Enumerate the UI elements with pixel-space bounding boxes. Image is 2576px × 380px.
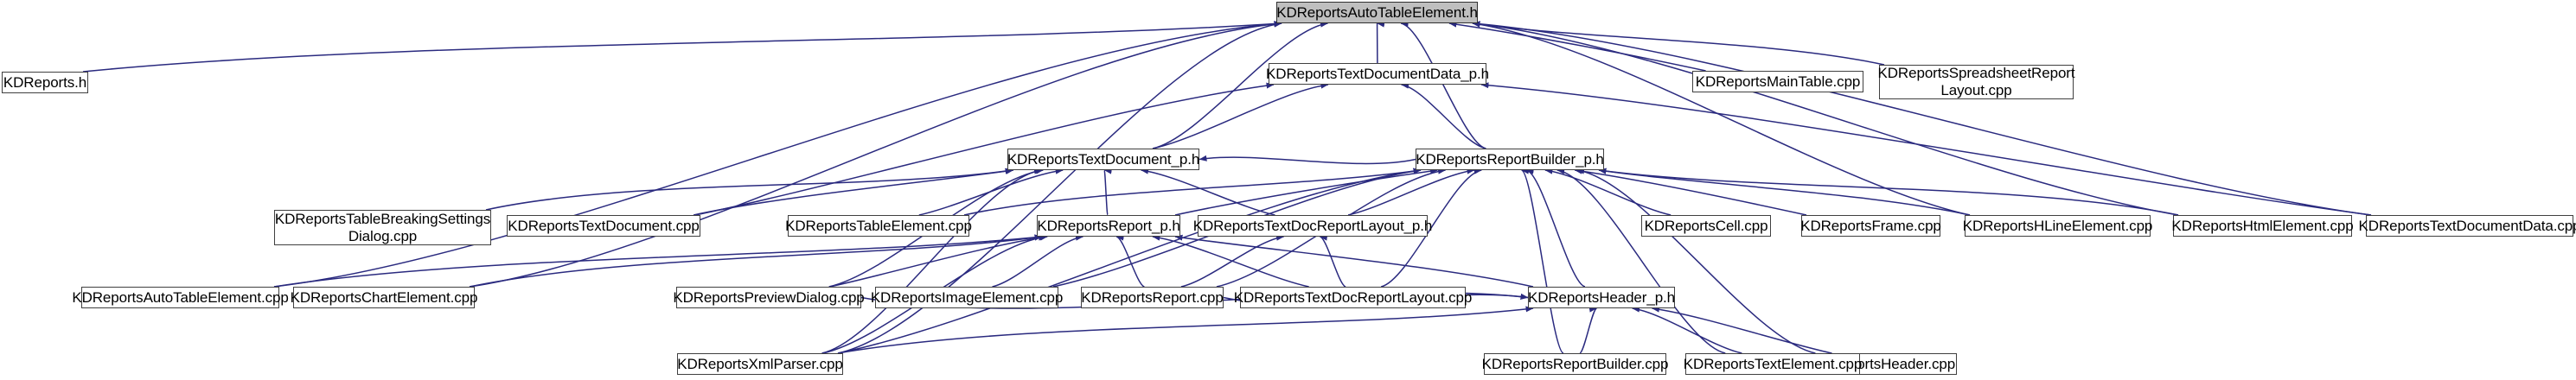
edge-reportBuilderPH-to-textDocumentPH — [1199, 155, 1416, 165]
edge-headerPH-to-reportBuilderPH — [1525, 168, 1586, 288]
edge-mainTableCpp-to-autoTableElementH — [1448, 21, 1706, 72]
edge-hLineElementCpp-to-reportBuilderPH — [1598, 168, 1971, 216]
edge-chartElementCpp-to-reportPH — [469, 234, 1043, 288]
graph-node-reportCpp[interactable]: KDReportsReport.cpp — [1081, 287, 1224, 308]
edge-previewDialogCpp-to-reportPH — [829, 234, 1048, 288]
graph-node-headerPH[interactable]: KDReportsHeader_p.h — [1528, 287, 1675, 308]
edge-htmlElementCpp-to-autoTableElementH — [1472, 21, 2179, 216]
edge-reportCpp-to-textDocReportLayoutPH — [1180, 234, 1285, 288]
graph-node-reportBuilderPH[interactable]: KDReportsReportBuilder_p.h — [1416, 149, 1604, 170]
graph-node-tableElementCpp[interactable]: KDReportsTableElement.cpp — [785, 215, 972, 237]
graph-node-textDocumentPH[interactable]: KDReportsTextDocument_p.h — [1007, 149, 1199, 170]
graph-node-textElementCpp[interactable]: KDReportsTextElement.cpp — [1684, 353, 1862, 375]
edge-reportBuilderPH-to-textDocumentDataPH — [1401, 82, 1486, 149]
graph-node-cellCpp[interactable]: KDReportsCell.cpp — [1641, 215, 1771, 237]
graph-node-reportsH[interactable]: KDReports.h — [2, 72, 88, 93]
graph-node-hLineElementCpp[interactable]: KDReportsHLineElement.cpp — [1963, 215, 2152, 237]
graph-node-imageElementCpp[interactable]: KDReportsImageElement.cpp — [871, 287, 1063, 308]
edge-reportPH-to-textDocumentPH — [1103, 168, 1113, 216]
graph-node-xmlParserCpp[interactable]: KDReportsXmlParser.cpp — [677, 353, 843, 375]
graph-node-htmlElementCpp[interactable]: KDReportsHtmlElement.cpp — [2171, 215, 2354, 237]
edge-reportBuilderPH-to-autoTableElementH — [1400, 21, 1486, 149]
edge-headerCpp-to-reportBuilderPH — [1576, 168, 1816, 354]
edge-textDocumentDataCpp-to-autoTableElementH — [1472, 21, 2372, 216]
graph-node-autoTableElementCpp[interactable]: KDReportsAutoTableElement.cpp — [72, 287, 289, 308]
graph-node-reportPH[interactable]: KDReportsReport_p.h — [1037, 215, 1180, 237]
edge-reportCpp-to-reportPH — [1115, 234, 1145, 288]
edge-headerCpp-to-headerPH — [1652, 306, 1832, 354]
edge-textElementCpp-to-headerPH — [1632, 306, 1742, 354]
graph-node-textDocumentDataCpp[interactable]: KDReportsTextDocumentData.cpp — [2359, 215, 2576, 237]
edge-textDocReportLayoutCpp-to-textDocReportLayoutPH — [1319, 234, 1346, 288]
edge-imageElementCpp-to-reportPH — [992, 234, 1083, 288]
edge-textDocumentPH-to-textDocumentDataPH — [1152, 82, 1329, 149]
graph-node-textDocReportLayoutPH[interactable]: KDReportsTextDocReportLayout_p.h — [1193, 215, 1432, 237]
graph-node-reportBuilderCpp[interactable]: KDReportsReportBuilder.cpp — [1482, 353, 1668, 375]
edge-reportBuilderCpp-to-headerPH — [1579, 306, 1598, 354]
graph-node-textDocReportLayoutCpp[interactable]: KDReportsTextDocReportLayout.cpp — [1234, 287, 1472, 308]
graph-node-autoTableElementH[interactable]: KDReportsAutoTableElement.h — [1276, 2, 1478, 23]
edge-frameCpp-to-reportBuilderPH — [1574, 168, 1807, 216]
edge-xmlParserCpp-to-headerPH — [837, 306, 1534, 354]
graph-node-spreadsheetReportLayoutCpp[interactable]: KDReportsSpreadsheetReport Layout.cpp — [1877, 65, 2075, 99]
edge-textDocumentDataCpp-to-textDocumentDataPH — [1480, 82, 2372, 216]
graph-node-chartElementCpp[interactable]: KDReportsChartElement.cpp — [291, 287, 477, 308]
edge-tableElementCpp-to-reportBuilderPH — [963, 168, 1422, 216]
graph-node-mainTableCpp[interactable]: KDReportsMainTable.cpp — [1692, 71, 1863, 92]
edge-textDocReportLayoutPH-to-reportBuilderPH — [1347, 168, 1475, 216]
edge-xmlParserCpp-to-reportBuilderPH — [837, 168, 1422, 354]
graph-node-frameCpp[interactable]: KDReportsFrame.cpp — [1800, 215, 1941, 237]
edge-hLineElementCpp-to-autoTableElementH — [1472, 21, 1971, 216]
edge-cellCpp-to-reportBuilderPH — [1544, 168, 1672, 216]
edge-headerPH-to-reportPH — [1174, 234, 1534, 288]
edge-textDocumentCpp-to-textDocumentPH — [693, 168, 1014, 216]
edge-htmlElementCpp-to-reportBuilderPH — [1598, 168, 2179, 216]
edge-reportPH-to-reportBuilderPH — [1174, 168, 1438, 216]
edge-tableElementCpp-to-textDocumentPH — [918, 168, 1064, 216]
edge-reportBuilderCpp-to-reportBuilderPH — [1520, 168, 1564, 354]
edge-xmlParserCpp-to-textDocumentPH — [821, 168, 1043, 354]
edge-textDocumentPH-to-autoTableElementH — [1152, 21, 1329, 149]
edge-textDocReportLayoutCpp-to-reportPH — [1152, 234, 1309, 288]
edge-spreadsheetReportLayoutCpp-to-autoTableElementH — [1472, 21, 1885, 66]
edge-tableBreakingSettingsDialogCpp-to-textDocumentPH — [485, 168, 1013, 211]
graph-node-textDocumentCpp[interactable]: KDReportsTextDocument.cpp — [507, 215, 700, 237]
edge-textDocReportLayoutPH-to-textDocumentPH — [1141, 168, 1275, 216]
edge-reportsH-to-autoTableElementH — [82, 21, 1282, 73]
graph-node-textDocumentDataPH[interactable]: KDReportsTextDocumentData_p.h — [1266, 63, 1489, 85]
edge-textElementCpp-to-reportBuilderPH — [1556, 168, 1726, 354]
graph-node-tableBreakingSettingsDialogCpp[interactable]: KDReportsTableBreakingSettings Dialog.cp… — [274, 210, 491, 245]
graph-node-previewDialogCpp[interactable]: KDReportsPreviewDialog.cpp — [673, 287, 865, 308]
